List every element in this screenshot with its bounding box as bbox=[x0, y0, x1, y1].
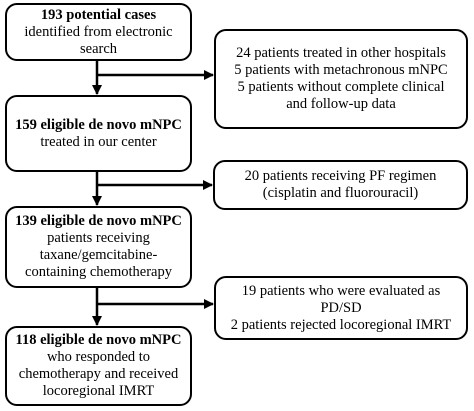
main-box-line: containing chemotherapy bbox=[25, 264, 172, 280]
main-box-line: taxane/gemcitabine- bbox=[39, 247, 158, 263]
exclusion-box-line: 2 patients rejected locoregional IMRT bbox=[230, 316, 452, 333]
main-box-title: 139 eligible de novo mNPC bbox=[15, 213, 182, 229]
exclusion-box-line: 19 patients who were evaluated as bbox=[241, 282, 441, 299]
main-box-line: identified from electronic bbox=[24, 23, 173, 40]
exclusion-box-pd-sd: 19 patients who were evaluated as PD/SD … bbox=[214, 276, 468, 340]
exclusion-box-line: 24 patients treated in other hospitals bbox=[236, 45, 446, 61]
main-box-title: 193 potential cases bbox=[40, 6, 157, 23]
exclusion-box-line: and follow-up data bbox=[286, 96, 396, 112]
exclusion-box-other-hospitals: 24 patients treated in other hospitals 5… bbox=[214, 29, 468, 129]
exclusion-box-line: 20 patients receiving PF regimen bbox=[244, 168, 437, 184]
exclusion-box-line: 5 patients with metachronous mNPC bbox=[234, 62, 448, 78]
main-box-potential-cases: 193 potential cases identified from elec… bbox=[5, 3, 192, 61]
main-box-title: 118 eligible de novo mNPC bbox=[15, 332, 182, 348]
main-box-line: search bbox=[79, 40, 118, 57]
exclusion-box-line: (cisplatin and fluorouracil) bbox=[262, 185, 419, 201]
exclusion-box-pf-regimen: 20 patients receiving PF regimen (cispla… bbox=[213, 160, 468, 210]
exclusion-box-line: PD/SD bbox=[320, 299, 362, 316]
exclusion-box-line: 5 patients without complete clinical bbox=[237, 79, 445, 95]
main-box-treated-in-center: 159 eligible de novo mNPC treated in our… bbox=[5, 95, 192, 172]
main-box-line: locoregional IMRT bbox=[42, 383, 155, 399]
main-box-line: chemotherapy and received bbox=[18, 366, 179, 382]
main-box-line: treated in our center bbox=[40, 133, 157, 150]
main-box-line: patients receiving bbox=[47, 230, 150, 246]
main-box-title: 159 eligible de novo mNPC bbox=[15, 116, 182, 133]
main-box-received-imrt: 118 eligible de novo mNPC who responded … bbox=[5, 326, 192, 406]
main-box-receiving-chemotherapy: 139 eligible de novo mNPC patients recei… bbox=[5, 206, 192, 288]
main-box-line: who responded to bbox=[46, 349, 151, 365]
